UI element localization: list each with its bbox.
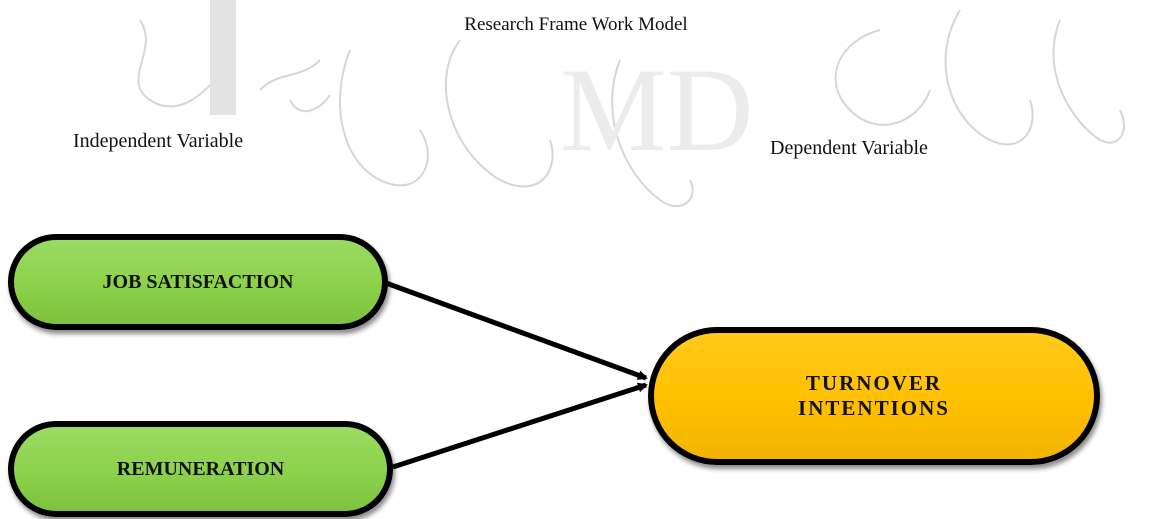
job-satisfaction-label: JOB SATISFACTION: [102, 270, 294, 293]
turnover-label-line2: INTENTIONS: [798, 396, 950, 420]
remuneration-node: REMUNERATION: [8, 421, 393, 517]
independent-variable-label: Independent Variable: [73, 130, 244, 152]
arrow-remuneration-to-turnover: [392, 382, 648, 470]
remuneration-label: REMUNERATION: [116, 457, 285, 480]
page-title: Research Frame Work Model: [464, 14, 688, 35]
dependent-variable-label: Dependent Variable: [770, 137, 928, 159]
arrow-job-to-turnover: [385, 280, 648, 381]
turnover-intentions-node: TURNOVER INTENTIONS: [648, 327, 1100, 465]
job-satisfaction-node: JOB SATISFACTION: [8, 234, 388, 330]
turnover-label-line1: TURNOVER: [805, 370, 943, 395]
